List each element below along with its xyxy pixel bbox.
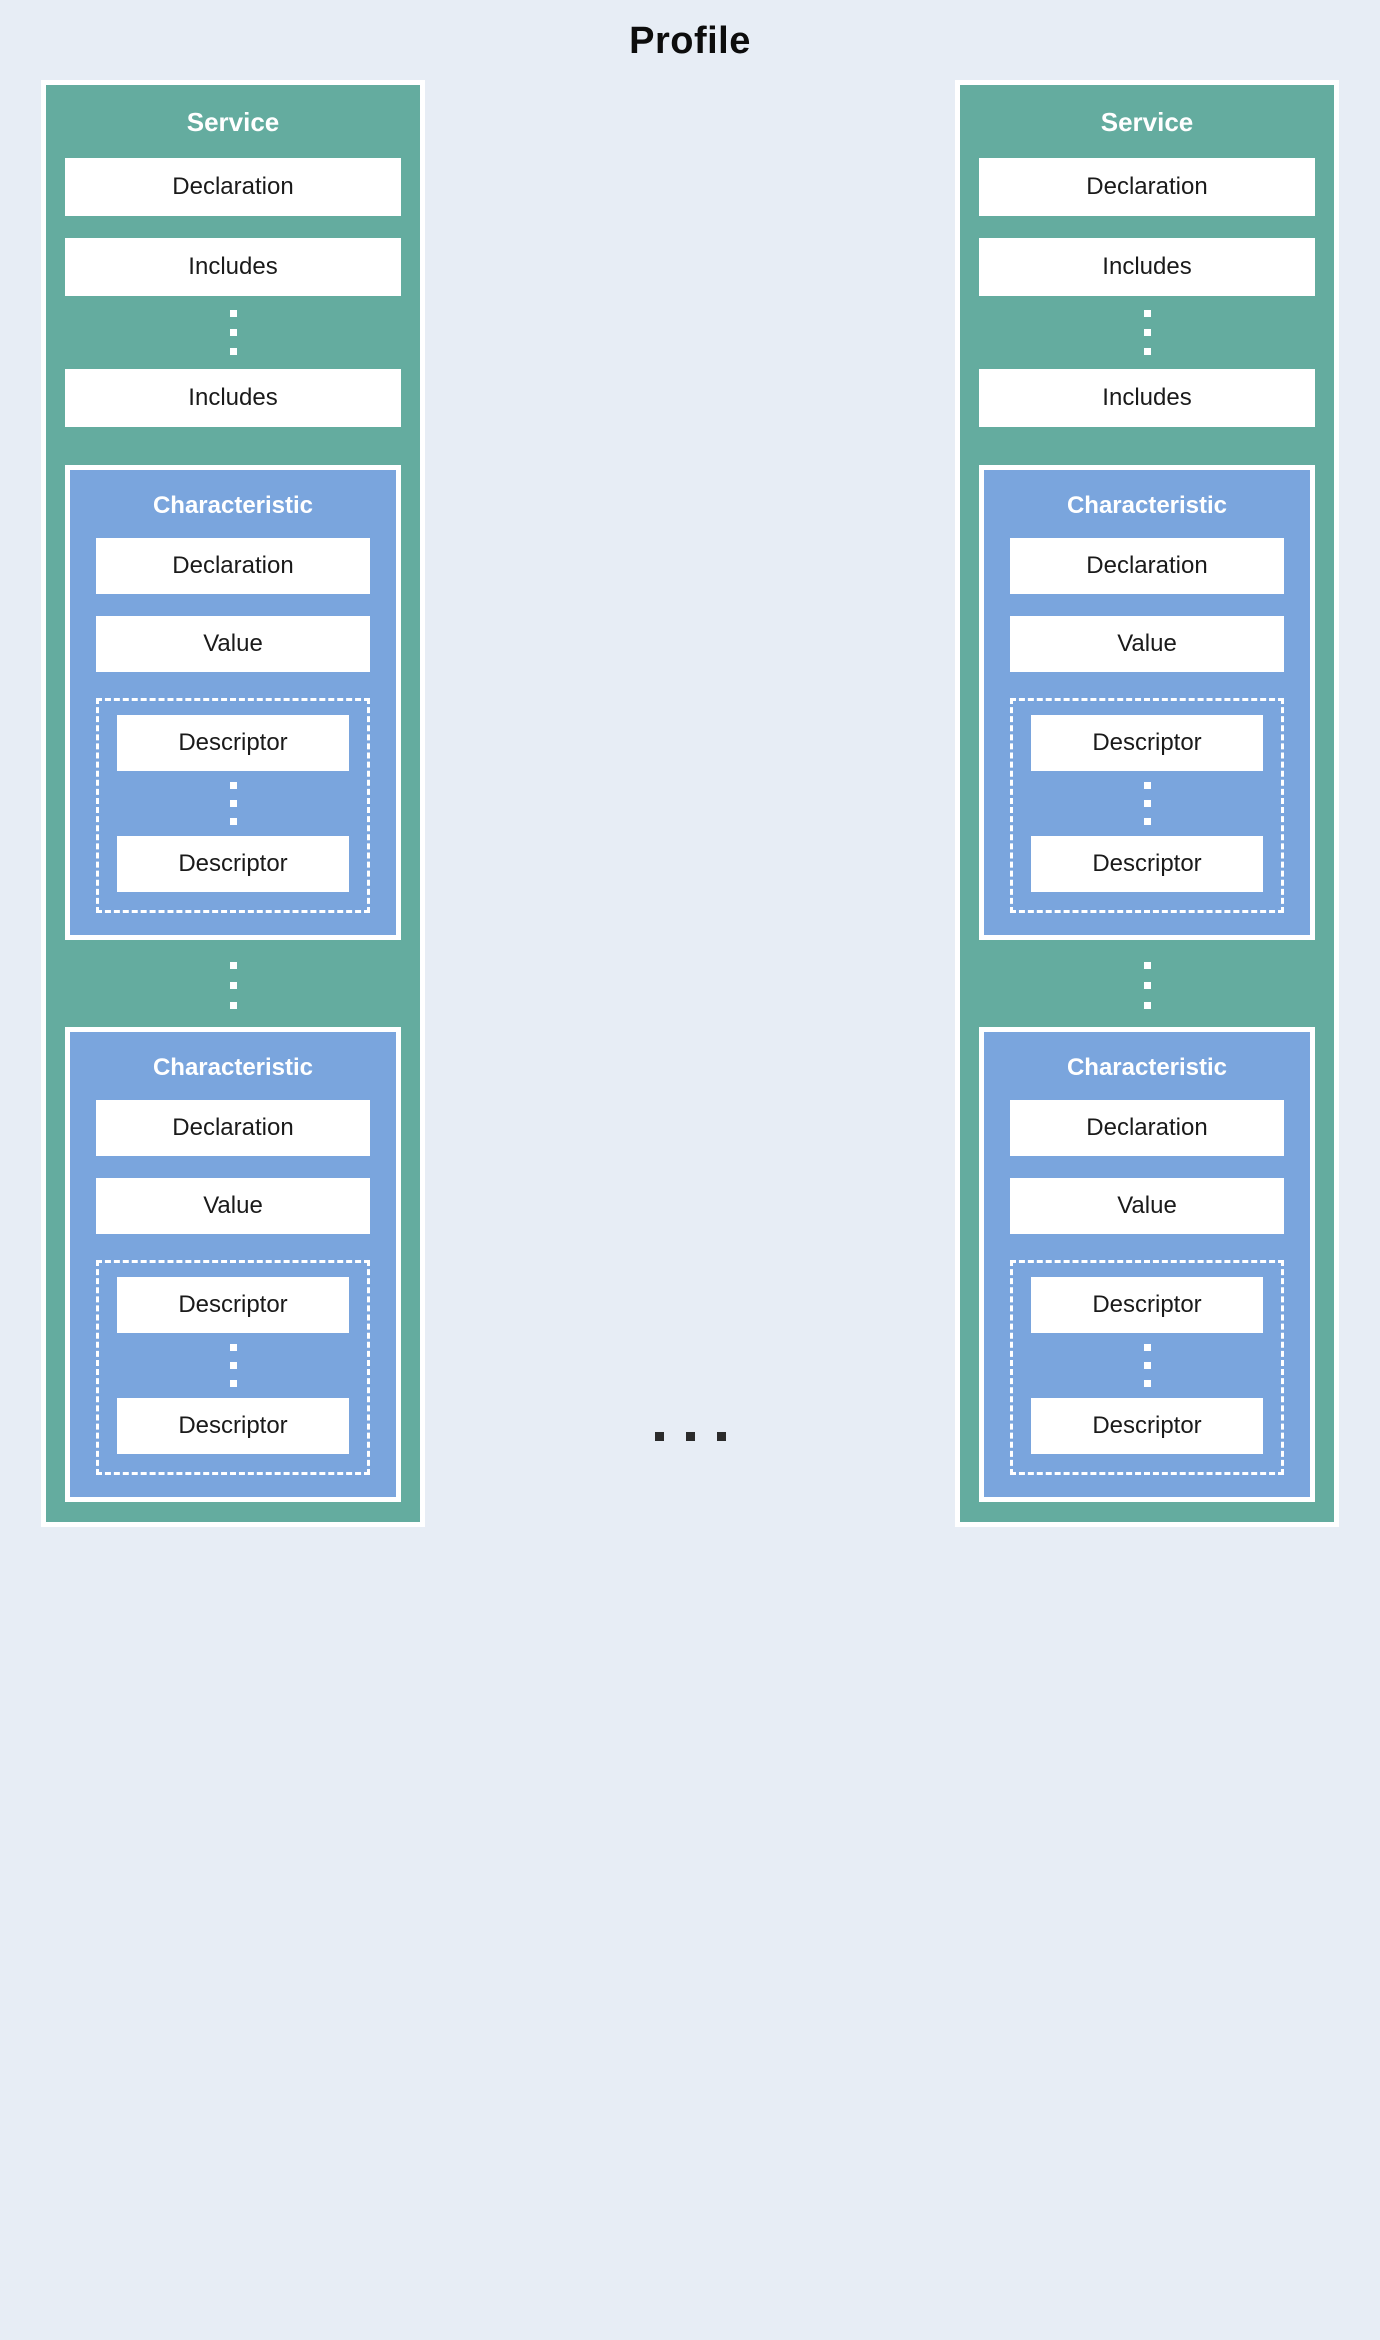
ellipsis-dot [229, 800, 237, 807]
service-declaration-box: Declaration [65, 158, 401, 216]
ellipsis-dot [1143, 329, 1151, 336]
characteristic-declaration-box: Declaration [1010, 1100, 1284, 1156]
descriptor-group: Descriptor Descriptor [96, 698, 370, 913]
ellipsis-dot [229, 1002, 237, 1009]
service-includes-box-last: Includes [65, 369, 401, 427]
characteristic-declaration-box: Declaration [96, 538, 370, 594]
ellipsis-dot [229, 1380, 237, 1387]
characteristic-panel-1: Characteristic Declaration Value Descrip… [65, 465, 401, 940]
ellipsis-dot [716, 1432, 726, 1441]
ellipsis-dot [229, 348, 237, 355]
descriptor-box-first: Descriptor [1031, 1277, 1263, 1333]
service-panel-2: Service Declaration Includes Includes Ch… [955, 80, 1339, 1527]
ellipsis-dot [229, 818, 237, 825]
characteristic-title: Characteristic [152, 492, 314, 519]
ellipsis-dot [229, 782, 237, 789]
descriptor-group: Descriptor Descriptor [96, 1260, 370, 1475]
characteristic-value-box: Value [96, 1178, 370, 1234]
ellipsis-dot [229, 329, 237, 336]
ellipsis-dot [1143, 800, 1151, 807]
descriptor-box-first: Descriptor [117, 715, 349, 771]
service-includes-ellipsis [65, 296, 401, 369]
ellipsis-dot [229, 1344, 237, 1351]
service-includes-ellipsis [979, 296, 1315, 369]
characteristic-panel-1: Characteristic Declaration Value Descrip… [979, 465, 1315, 940]
ellipsis-dot [1143, 962, 1151, 969]
ellipsis-dot [1143, 310, 1151, 317]
characteristic-ellipsis [979, 940, 1315, 1027]
page-title: Profile [629, 20, 751, 62]
ellipsis-dot [654, 1432, 664, 1441]
ellipsis-dot [229, 310, 237, 317]
descriptor-group: Descriptor Descriptor [1010, 1260, 1284, 1475]
ellipsis-dot [1143, 1002, 1151, 1009]
service-title: Service [186, 107, 280, 137]
service-includes-box-last: Includes [979, 369, 1315, 427]
columns-ellipsis [0, 1432, 1380, 1441]
descriptor-box-first: Descriptor [117, 1277, 349, 1333]
descriptor-ellipsis [117, 771, 349, 836]
service-panel-1: Service Declaration Includes Includes Ch… [41, 80, 425, 1527]
descriptor-ellipsis [1031, 1333, 1263, 1398]
spacer [96, 594, 370, 616]
ellipsis-dot [1143, 782, 1151, 789]
ellipsis-dot [1143, 348, 1151, 355]
spacer [96, 1156, 370, 1178]
descriptor-ellipsis [117, 1333, 349, 1398]
ellipsis-dot [229, 1362, 237, 1369]
characteristic-value-box: Value [1010, 616, 1284, 672]
descriptor-box-first: Descriptor [1031, 715, 1263, 771]
descriptor-box-last: Descriptor [1031, 836, 1263, 892]
descriptor-box-last: Descriptor [1031, 1398, 1263, 1454]
characteristic-declaration-box: Declaration [1010, 538, 1284, 594]
ellipsis-dot [685, 1432, 695, 1441]
descriptor-box-last: Descriptor [117, 836, 349, 892]
service-declaration-box: Declaration [979, 158, 1315, 216]
characteristic-declaration-box: Declaration [96, 1100, 370, 1156]
spacer [1010, 594, 1284, 616]
descriptor-box-last: Descriptor [117, 1398, 349, 1454]
descriptor-ellipsis [1031, 771, 1263, 836]
ellipsis-dot [1143, 1344, 1151, 1351]
characteristic-value-box: Value [1010, 1178, 1284, 1234]
ellipsis-dot [1143, 1362, 1151, 1369]
ellipsis-dot [229, 982, 237, 989]
service-includes-box-first: Includes [65, 238, 401, 296]
ellipsis-dot [1143, 1380, 1151, 1387]
service-title: Service [1100, 107, 1194, 137]
characteristic-panel-2: Characteristic Declaration Value Descrip… [979, 1027, 1315, 1502]
characteristic-value-box: Value [96, 616, 370, 672]
characteristic-panel-2: Characteristic Declaration Value Descrip… [65, 1027, 401, 1502]
characteristic-title: Characteristic [1066, 492, 1228, 519]
ellipsis-dot [1143, 982, 1151, 989]
ellipsis-dot [229, 962, 237, 969]
service-columns: Service Declaration Includes Includes Ch… [41, 80, 1339, 2306]
characteristic-title: Characteristic [152, 1054, 314, 1081]
characteristic-title: Characteristic [1066, 1054, 1228, 1081]
spacer [1010, 1156, 1284, 1178]
ellipsis-dot [1143, 818, 1151, 825]
characteristic-ellipsis [65, 940, 401, 1027]
descriptor-group: Descriptor Descriptor [1010, 698, 1284, 913]
service-includes-box-first: Includes [979, 238, 1315, 296]
